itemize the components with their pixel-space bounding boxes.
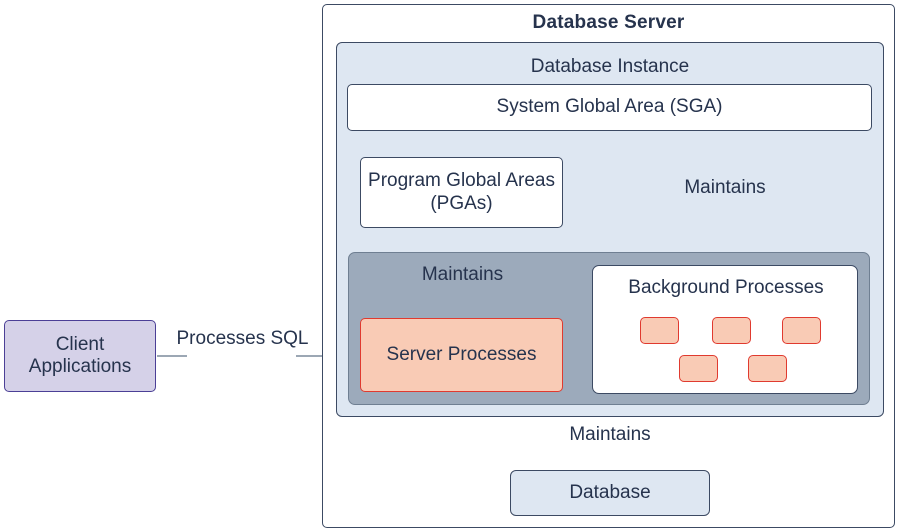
database-instance-title: Database Instance bbox=[530, 56, 690, 77]
database-server-title: Database Server bbox=[532, 12, 685, 33]
system-global-area-box: System Global Area (SGA) bbox=[347, 84, 872, 131]
background-process-chip bbox=[640, 317, 679, 344]
connector-label-maintains-pga: Maintains bbox=[684, 177, 766, 198]
background-process-chip bbox=[782, 317, 821, 344]
database-box: Database bbox=[510, 470, 710, 516]
background-process-chip bbox=[748, 355, 787, 382]
background-process-chip bbox=[712, 317, 751, 344]
background-processes-title: Background Processes bbox=[628, 277, 824, 298]
connector-label-processes-sql: Processes SQL bbox=[176, 328, 309, 349]
connector-label-maintains-database: Maintains bbox=[569, 424, 651, 445]
program-global-areas-box: Program Global Areas (PGAs) bbox=[360, 157, 563, 228]
background-process-chip bbox=[679, 355, 718, 382]
client-applications-box: Client Applications bbox=[4, 320, 156, 392]
connector-label-maintains-server-processes: Maintains bbox=[421, 264, 504, 285]
server-processes-box: Server Processes bbox=[360, 318, 563, 392]
background-processes-box: Background Processes bbox=[592, 265, 858, 394]
